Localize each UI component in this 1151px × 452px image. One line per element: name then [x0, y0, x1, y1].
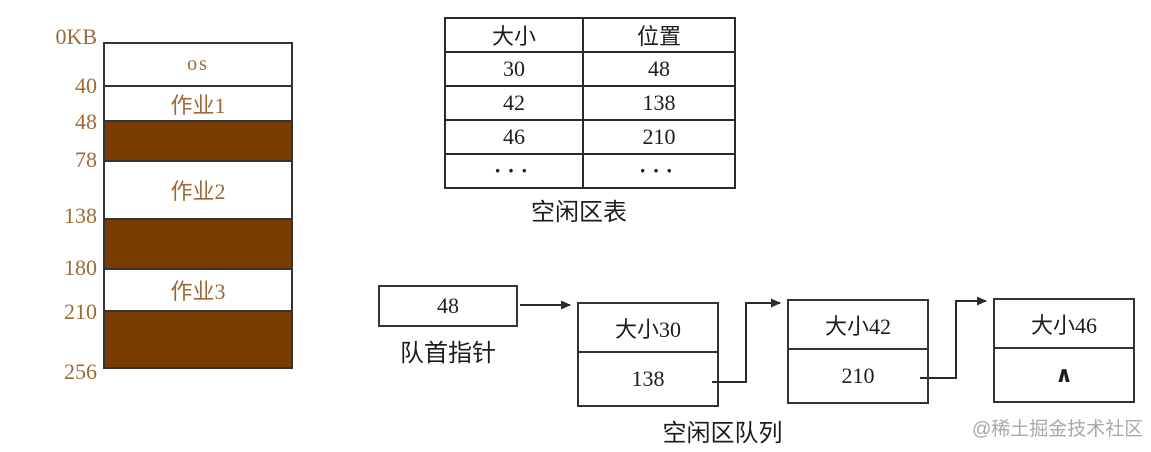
table-cell-position: 138 — [582, 85, 736, 121]
scale-label-256: 256 — [64, 359, 97, 384]
memory-segment-job3: 作业3 — [105, 270, 291, 312]
memory-segment-os: os — [105, 44, 291, 87]
table-header-size: 大小 — [444, 17, 584, 53]
queue-node-1: 大小30 138 — [577, 302, 719, 407]
scale-label-48: 48 — [75, 109, 97, 134]
memory-segment-free1 — [105, 122, 291, 162]
queue-node-3: 大小46 ∧ — [993, 298, 1135, 403]
table-cell-size: 46 — [444, 119, 584, 155]
node-size-cell: 大小30 — [579, 304, 717, 353]
free-queue-caption: 空闲区队列 — [662, 421, 783, 447]
scale-label-0kb: 0KB — [55, 24, 97, 49]
table-header-row: 大小 位置 — [444, 17, 736, 53]
memory-segment-job2: 作业2 — [105, 162, 291, 220]
memory-segment-free2 — [105, 220, 291, 270]
table-row: 46 210 — [444, 119, 736, 155]
table-row: 42 138 — [444, 85, 736, 121]
memory-map: os 作业1 作业2 作业3 — [103, 42, 293, 369]
table-cell-ellipsis: ··· — [444, 153, 584, 189]
table-header-position: 位置 — [582, 17, 736, 53]
node-null-pointer: ∧ — [1055, 362, 1073, 387]
scale-label-180: 180 — [64, 255, 97, 280]
scale-label-138: 138 — [64, 203, 97, 228]
memory-segment-label: os — [187, 53, 209, 75]
node-size-cell: 大小46 — [995, 300, 1133, 349]
arrow-node1-to-node2 — [712, 298, 781, 383]
scale-label-210: 210 — [64, 299, 97, 324]
queue-head-pointer-box: 48 — [378, 285, 518, 327]
watermark: @稀土掘金技术社区 — [972, 419, 1144, 440]
table-cell-size: 30 — [444, 51, 584, 87]
scale-label-40: 40 — [75, 73, 97, 98]
table-cell-position: 48 — [582, 51, 736, 87]
queue-head-pointer-label: 队首指针 — [400, 341, 496, 367]
table-cell-size: 42 — [444, 85, 584, 121]
memory-segment-free3 — [105, 312, 291, 367]
arrow-node2-to-node3 — [920, 296, 987, 379]
table-row: ··· ··· — [444, 153, 736, 189]
queue-node-2: 大小42 210 — [787, 299, 929, 404]
node-size-cell: 大小42 — [789, 301, 927, 350]
table-cell-ellipsis: ··· — [582, 153, 736, 189]
free-table-caption: 空闲区表 — [531, 200, 627, 226]
node-next-cell: 138 — [631, 366, 665, 391]
free-area-table: 大小 位置 30 48 42 138 46 210 ··· ··· — [444, 17, 736, 189]
scale-label-78: 78 — [75, 147, 97, 172]
node-next-cell: 210 — [841, 363, 875, 388]
table-cell-position: 210 — [582, 119, 736, 155]
memory-segment-job1: 作业1 — [105, 87, 291, 122]
table-row: 30 48 — [444, 51, 736, 87]
